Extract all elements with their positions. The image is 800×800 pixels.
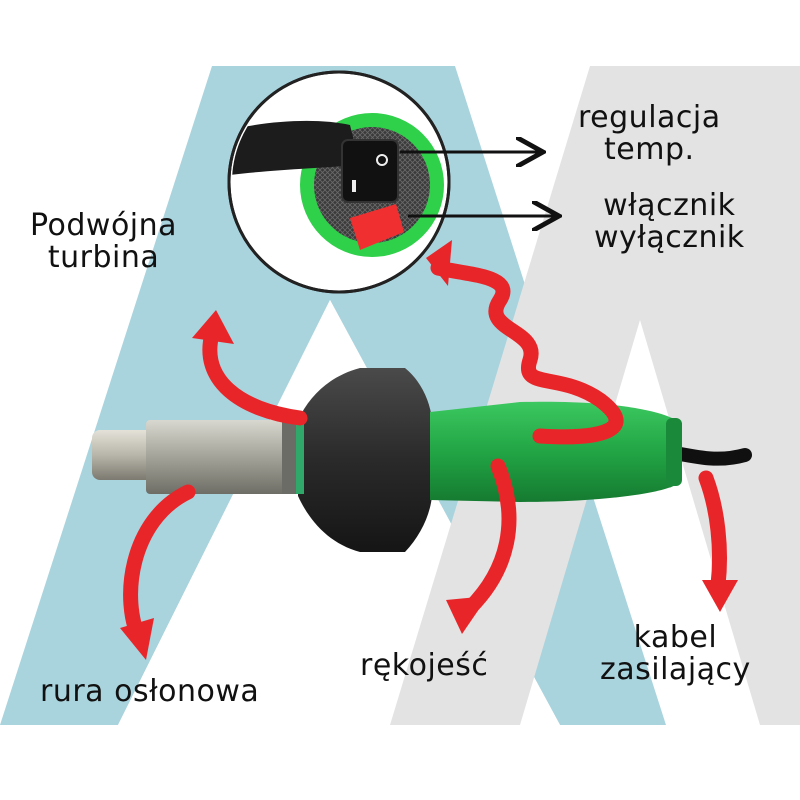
pointer-arrows [400, 152, 556, 216]
label-cable-line1: kabel [633, 620, 718, 655]
arrow-to-cable [698, 470, 727, 593]
arrow-to-handle [462, 458, 517, 616]
switch-closeup-icon [227, 70, 451, 294]
label-turbine-line1: Podwójna [30, 208, 178, 243]
label-switch-line1: włącznik [603, 188, 736, 223]
label-handle: rękojeść [360, 648, 489, 683]
turbine-housing [298, 368, 432, 552]
label-temp-control-line2: temp. [604, 132, 695, 167]
label-cable: kabel zasilający [600, 622, 751, 686]
temp-rocker [341, 139, 399, 203]
label-temp-control: regulacja temp. [578, 102, 721, 166]
label-tube: rura osłonowa [40, 674, 260, 709]
label-turbine-line2: turbina [47, 240, 160, 275]
label-temp-control-line1: regulacja [578, 100, 721, 135]
arrow-to-turbine [202, 326, 308, 426]
label-turbine: Podwójna turbina [30, 210, 177, 274]
protective-tube [146, 420, 296, 494]
label-switch: włącznik wyłącznik [594, 190, 745, 254]
arrow-to-switch [430, 260, 624, 445]
cable-in-inset [232, 120, 360, 175]
label-cable-line2: zasilający [600, 652, 751, 687]
red-power-switch [350, 204, 404, 250]
handle-body [430, 401, 678, 502]
label-switch-line2: wyłącznik [594, 220, 745, 255]
